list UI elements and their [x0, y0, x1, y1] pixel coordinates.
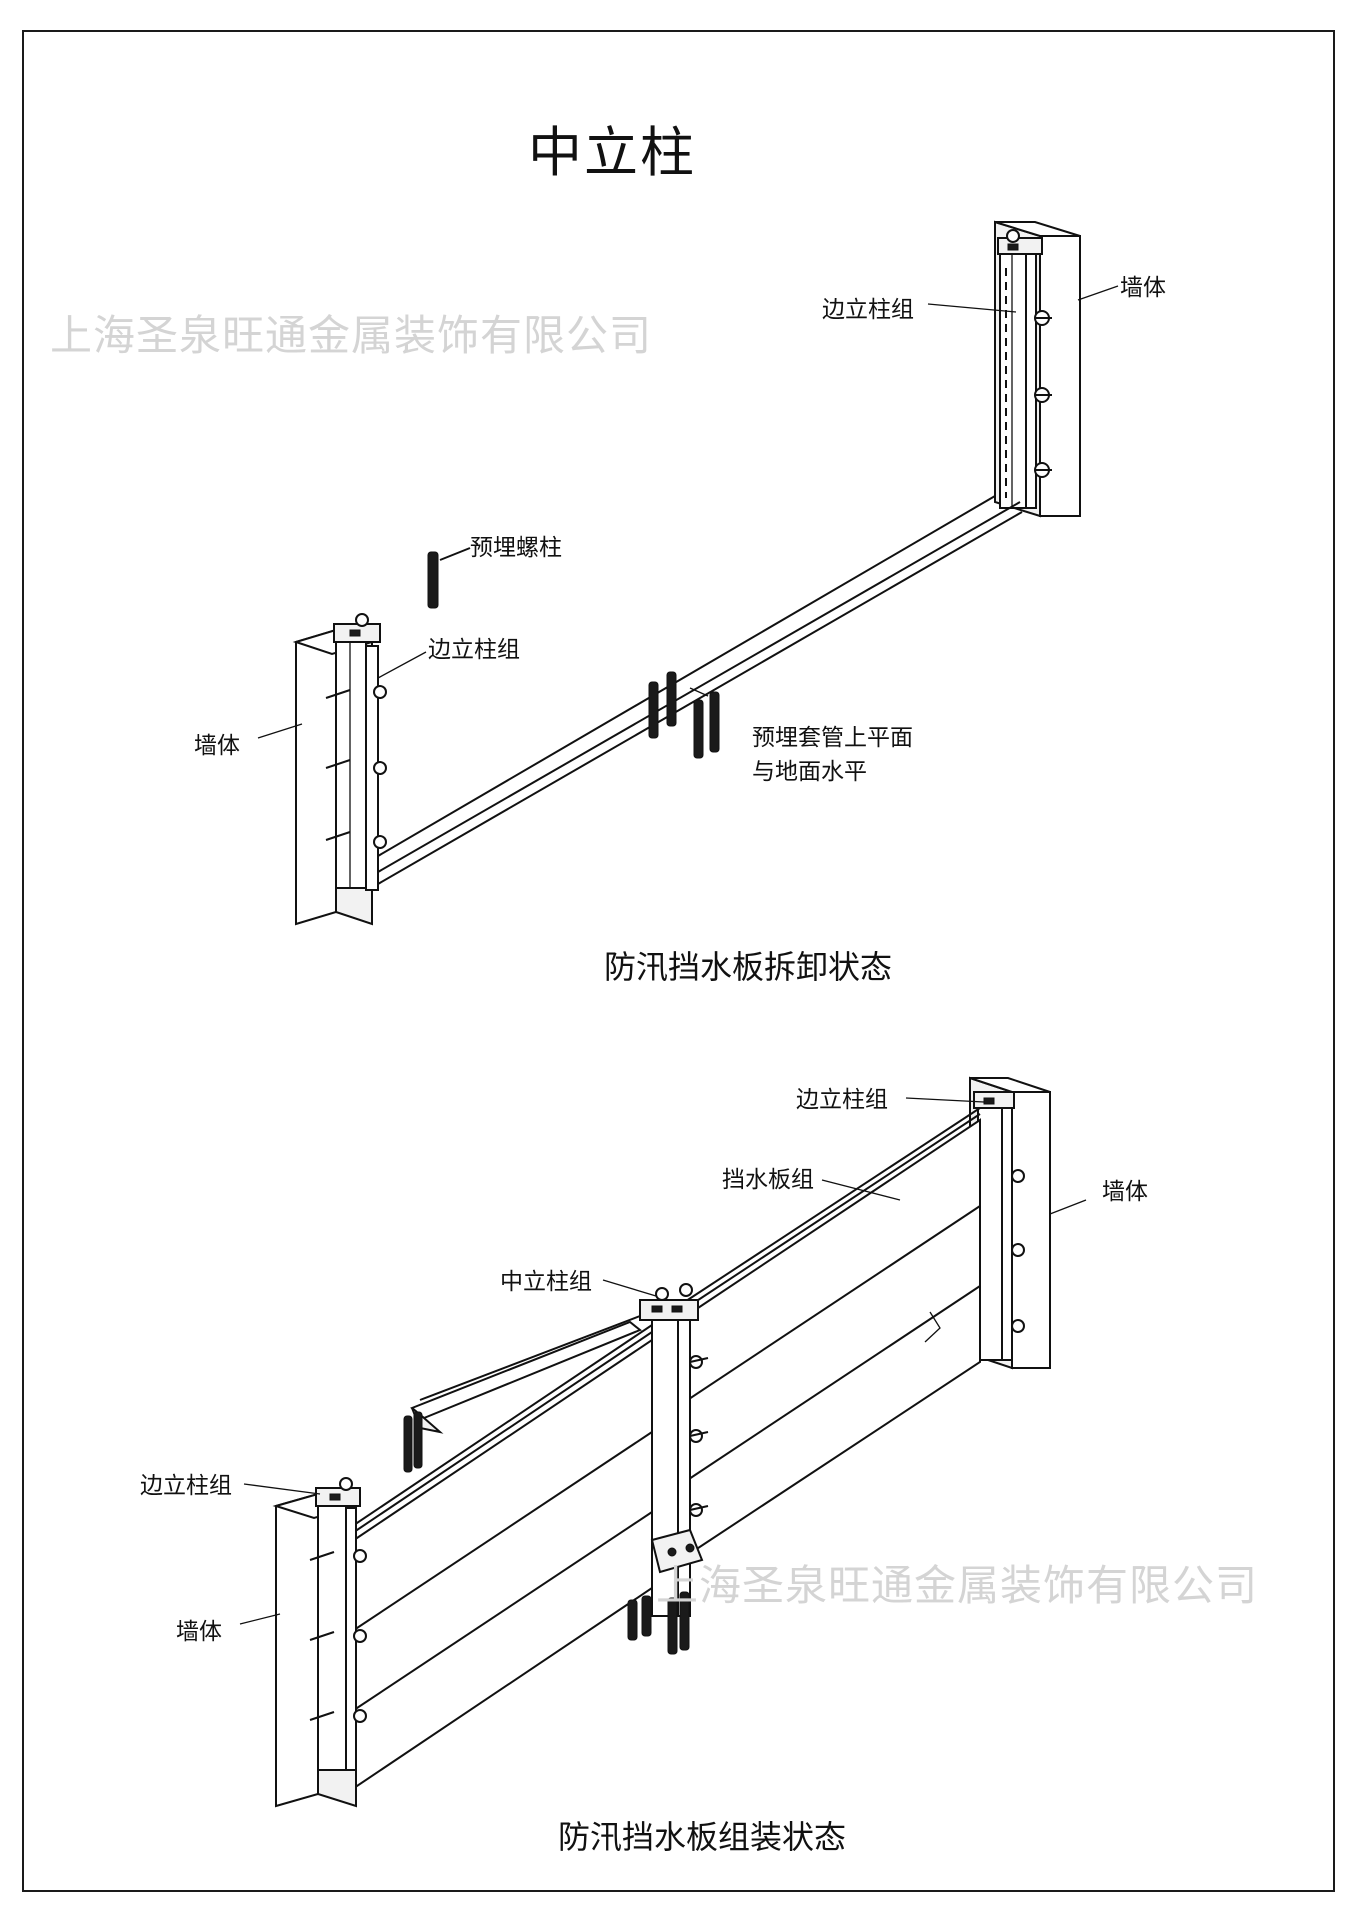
bottom-diagram: [239, 1076, 1087, 1808]
bottom-leader-lines: [239, 1097, 1087, 1625]
label-bottom-wall-left: 墙体: [176, 1619, 222, 1645]
label-embedded-bolt: 预埋螺柱: [470, 535, 562, 561]
label-bottom-side-post-left: 边立柱组: [140, 1473, 232, 1499]
watermark-bottom: 上海圣泉旺通金属装饰有限公司: [656, 1561, 1259, 1610]
panel-group-right: [679, 1107, 981, 1562]
embedded-sleeves: [648, 671, 720, 759]
bottom-middle-post-bolts: [689, 1355, 709, 1517]
top-left-post-studs: [325, 689, 351, 841]
label-top-side-post-left: 边立柱组: [428, 637, 520, 663]
caption-disassembled: 防汛挡水板拆卸状态: [604, 948, 893, 986]
caption-assembled: 防汛挡水板组装状态: [558, 1818, 847, 1856]
drawing-frame: [22, 30, 1335, 1892]
top-diagram: [257, 220, 1119, 926]
embedded-bolt-isolated: [427, 547, 471, 609]
spare-cap-beam: [403, 1315, 642, 1473]
top-left-post: [325, 613, 387, 891]
bottom-middle-post-anchors: [627, 1591, 690, 1655]
page-title: 中立柱: [528, 121, 696, 184]
label-top-wall-right: 墙体: [1120, 275, 1166, 301]
panel-group-left: [353, 1324, 653, 1790]
top-left-post-bolts: [373, 685, 387, 849]
bottom-left-post: [309, 1477, 367, 1771]
top-floor-sill: [377, 495, 1023, 885]
bottom-middle-post: [639, 1283, 709, 1617]
label-sleeve-note-line2: 与地面水平: [752, 759, 867, 785]
bottom-right-post-bolts: [1011, 1169, 1025, 1333]
label-sleeve-note-line1: 预埋套管上平面: [752, 725, 913, 751]
bottom-right-post: [973, 1091, 1025, 1361]
bottom-left-post-bolts: [353, 1549, 367, 1723]
watermark-top: 上海圣泉旺通金属装饰有限公司: [50, 311, 653, 360]
label-middle-post: 中立柱组: [500, 1269, 592, 1295]
label-panel-group: 挡水板组: [722, 1167, 814, 1193]
label-bottom-side-post-right: 边立柱组: [796, 1087, 888, 1113]
top-leader-lines: [257, 285, 1119, 739]
top-right-post-bolts: [1034, 310, 1052, 478]
label-bottom-wall-right: 墙体: [1102, 1179, 1148, 1205]
top-right-post: [997, 229, 1052, 509]
label-top-side-post-right: 边立柱组: [822, 297, 914, 323]
label-top-wall-left: 墙体: [194, 733, 240, 759]
bottom-left-post-studs: [309, 1551, 335, 1721]
